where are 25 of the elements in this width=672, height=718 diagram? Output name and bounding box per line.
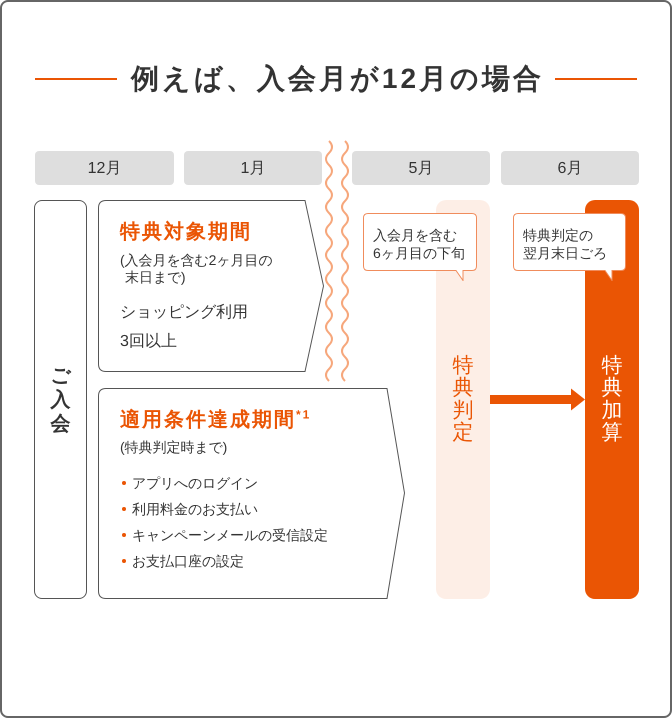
- bubble-text: 特典判定の翌月末日ごろ: [523, 226, 608, 262]
- arrow-box: [98, 200, 324, 372]
- box-heading: 適用条件達成期間$^{*1}$: [120, 407, 312, 433]
- box-text: 3回以上: [120, 332, 177, 352]
- month-header: 12月: [35, 151, 174, 185]
- box-text: ショッピング利用: [120, 303, 248, 323]
- list-item: お支払口座の設定: [132, 552, 244, 570]
- callout-tooltip: [363, 213, 477, 281]
- bar-label: 特典判定: [452, 354, 474, 444]
- box-note: (入会月を含む2ヶ月目の末日まで): [120, 252, 274, 286]
- list-item: 利用料金のお支払い: [132, 500, 258, 518]
- list-item: アプリへのログイン: [132, 474, 258, 492]
- list-item: キャンペーンメールの受信設定: [132, 526, 328, 544]
- step-label: ご入会: [50, 364, 71, 436]
- month-header: 6月: [501, 151, 639, 185]
- step-box: [34, 200, 87, 599]
- title: 例えば、入会月が12月の場合: [129, 62, 544, 96]
- box-note: (特典判定時まで): [120, 439, 228, 456]
- bar-label: 特典加算: [600, 354, 624, 444]
- box-heading: 特典対象期間: [120, 220, 252, 245]
- callout-tooltip: [513, 213, 626, 281]
- arrow: [490, 388, 585, 410]
- bubble-text: 入会月を含む6ヶ月目の下旬: [373, 226, 466, 262]
- month-header: 1月: [184, 151, 322, 185]
- month-header: 5月: [352, 151, 490, 185]
